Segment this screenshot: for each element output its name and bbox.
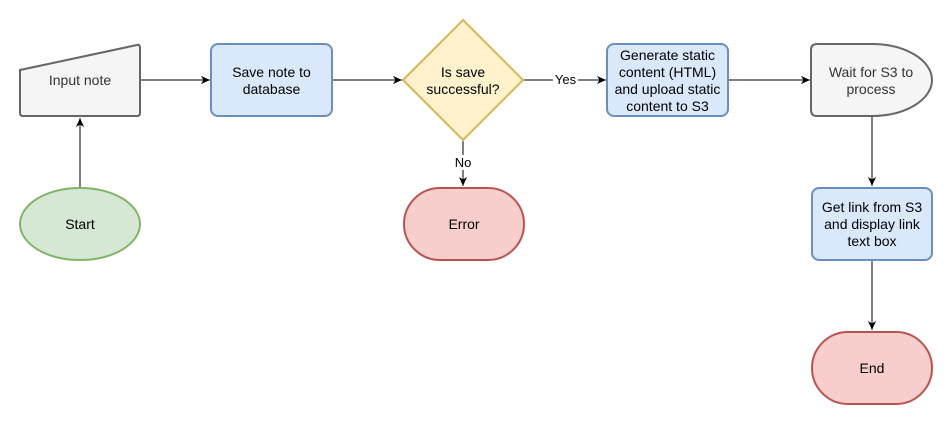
label-line: and upload static xyxy=(615,81,721,97)
label-line: content (HTML) xyxy=(619,64,716,80)
process-shape xyxy=(811,187,933,261)
node-end[interactable]: End xyxy=(811,331,933,405)
node-error-label: Error xyxy=(448,216,479,232)
edge-label-no: No xyxy=(452,155,474,170)
label-line: End xyxy=(860,360,885,376)
label-line: database xyxy=(243,81,301,97)
label-line: successful? xyxy=(426,81,499,97)
edge-label-no-text: No xyxy=(455,155,472,170)
edge-label-yes-text: Yes xyxy=(555,72,577,87)
label-line: Error xyxy=(448,216,479,232)
edge-label-yes: Yes xyxy=(553,72,578,87)
label-line: Get link from S3 xyxy=(822,199,923,215)
label-line: process xyxy=(846,81,895,97)
node-start-label: Start xyxy=(65,216,95,232)
manual-input-shape xyxy=(19,43,141,117)
process-shape xyxy=(210,43,333,117)
node-start[interactable]: Start xyxy=(19,187,141,261)
terminator-shape xyxy=(811,331,933,405)
node-error[interactable]: Error xyxy=(403,187,525,261)
label-line: Is save xyxy=(441,64,486,80)
label-line: text box xyxy=(847,233,896,249)
decision-shape xyxy=(401,18,525,142)
label-line: content to S3 xyxy=(626,98,709,114)
node-end-label: End xyxy=(860,360,885,376)
terminator-shape xyxy=(403,187,525,261)
delay-shape xyxy=(810,43,934,117)
label-line: Wait for S3 to xyxy=(829,64,914,80)
label-line: and display link xyxy=(824,216,921,232)
label-line: Input note xyxy=(49,72,111,88)
process-shape xyxy=(606,43,729,117)
label-line: Save note to xyxy=(232,64,311,80)
node-input-note[interactable]: Input note xyxy=(19,43,141,117)
label-line: Generate static xyxy=(620,47,715,63)
node-input-note-label: Input note xyxy=(49,72,111,88)
start-shape xyxy=(19,187,141,261)
label-line: Start xyxy=(65,216,95,232)
